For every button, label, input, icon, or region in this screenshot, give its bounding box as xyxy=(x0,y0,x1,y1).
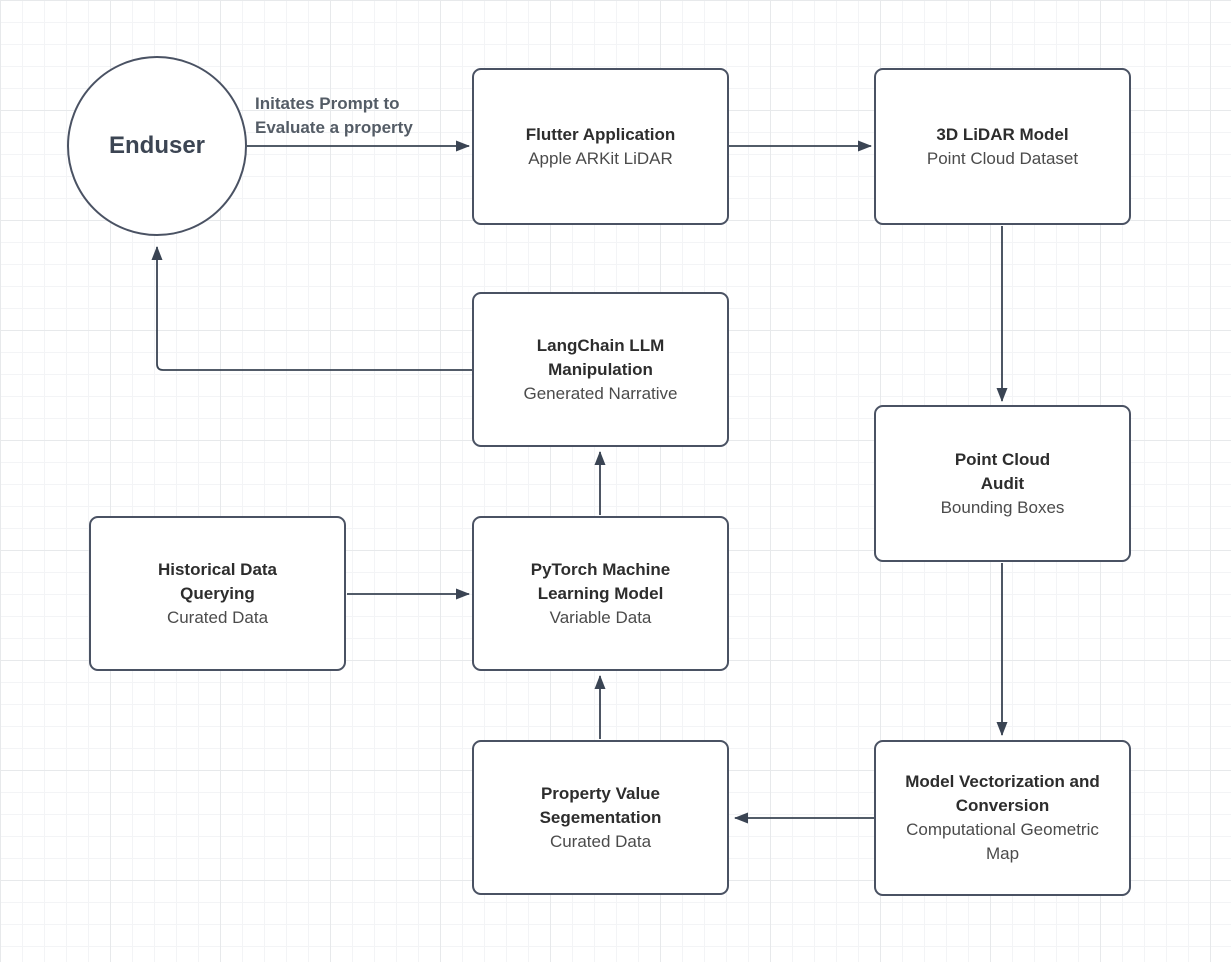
node-enduser[interactable]: Enduser xyxy=(67,56,247,236)
node-pytorch-machine-learning-model[interactable]: PyTorch Machine Learning Model Variable … xyxy=(472,516,729,671)
node-title: Property Value Segementation xyxy=(539,783,662,827)
node-enduser-label: Enduser xyxy=(108,132,206,159)
node-subtitle: Bounding Boxes xyxy=(940,497,1065,517)
node-historical-data-querying[interactable]: Historical Data Querying Curated Data xyxy=(89,516,346,671)
node-title: 3D LiDAR Model xyxy=(936,124,1069,144)
node-langchain-llm-manipulation[interactable]: LangChain LLM Manipulation Generated Nar… xyxy=(472,292,729,447)
node-title: Model Vectorization and Conversion xyxy=(905,772,1100,815)
node-subtitle: Apple ARKit LiDAR xyxy=(528,148,673,168)
node-title: Flutter Application xyxy=(525,124,676,144)
node-subtitle: Curated Data xyxy=(166,607,269,627)
node-title: PyTorch Machine Learning Model xyxy=(530,559,671,603)
node-model-vectorization-and-conversion[interactable]: Model Vectorization and Conversion Compu… xyxy=(874,740,1131,896)
node-title: Historical Data Querying xyxy=(157,559,278,603)
node-point-cloud-audit[interactable]: Point Cloud Audit Bounding Boxes xyxy=(874,405,1131,562)
node-subtitle: Computational Geometric Map xyxy=(906,820,1099,863)
node-subtitle: Point Cloud Dataset xyxy=(926,148,1079,168)
node-title: Point Cloud Audit xyxy=(954,449,1051,493)
node-flutter-application[interactable]: Flutter Application Apple ARKit LiDAR xyxy=(472,68,729,225)
edge-langchain-to-enduser[interactable] xyxy=(151,246,472,371)
node-3d-lidar-model[interactable]: 3D LiDAR Model Point Cloud Dataset xyxy=(874,68,1131,225)
edge-label-initiates-prompt: Initates Prompt to Evaluate a property xyxy=(255,94,413,137)
node-subtitle: Generated Narrative xyxy=(523,383,678,403)
node-subtitle: Variable Data xyxy=(549,607,652,627)
node-subtitle: Curated Data xyxy=(549,831,652,851)
node-property-value-segementation[interactable]: Property Value Segementation Curated Dat… xyxy=(472,740,729,895)
node-title: LangChain LLM Manipulation xyxy=(536,335,665,379)
